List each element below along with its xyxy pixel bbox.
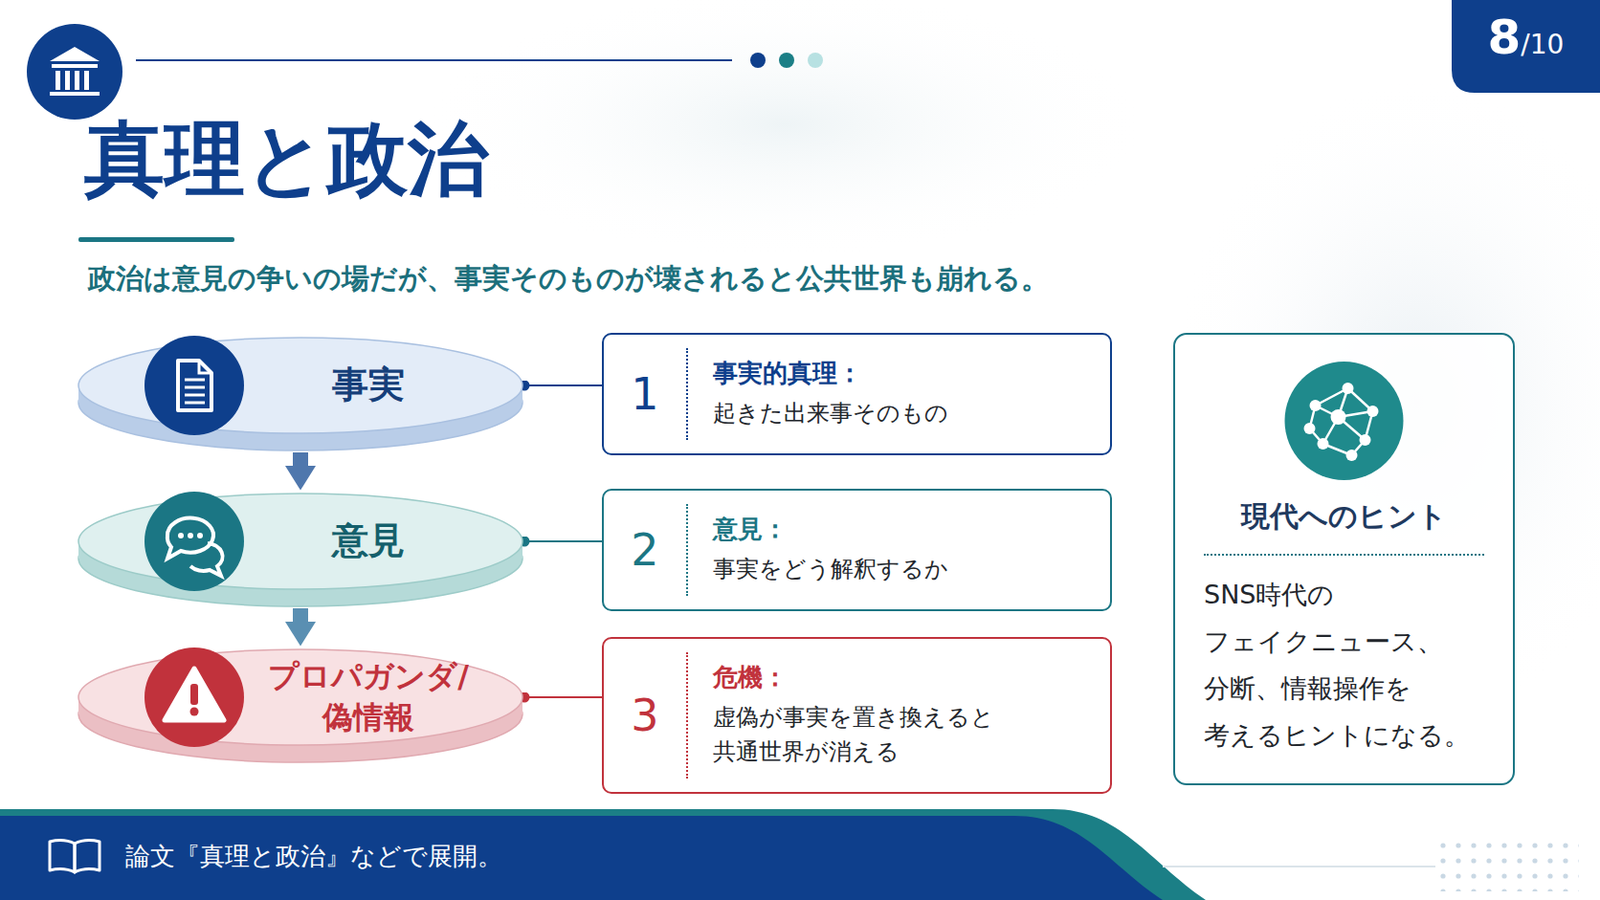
disk-icon xyxy=(144,491,245,592)
watercolor-wash xyxy=(421,0,1149,259)
layer-disk: 事実 xyxy=(76,333,525,453)
disk-shape xyxy=(76,333,525,453)
panel-heading: 現代へのヒント xyxy=(1203,497,1485,555)
disk-icon xyxy=(144,335,245,436)
logo-icon xyxy=(26,23,123,120)
footer-accent xyxy=(0,809,1206,900)
disk-label: 意見 xyxy=(332,516,405,566)
box-body: 起きた出来事そのもの xyxy=(712,396,949,431)
panel-body: SNS時代の フェイクニュース、 分断、情報操作を 考えるヒントになる。 xyxy=(1203,571,1485,759)
box-body: 事実をどう解釈するか xyxy=(712,552,949,587)
disk-shape xyxy=(76,488,525,609)
box-heading: 意見： xyxy=(712,513,949,547)
layer-disk: 意見 xyxy=(76,488,525,609)
page-number: 8 xyxy=(1488,9,1522,66)
footer-bar xyxy=(0,816,1163,900)
leader-line xyxy=(524,696,602,699)
flow-arrow xyxy=(292,608,309,623)
disk-label: プロパガンダ/ 偽情報 xyxy=(253,656,484,739)
header-dot xyxy=(750,52,766,68)
network-icon xyxy=(1175,334,1513,498)
explanation-box: 3 危機： 虚偽が事実を置き換えると 共通世界が消える xyxy=(601,637,1112,795)
disk-icon xyxy=(144,647,245,748)
subtitle: 政治は意見の争いの場だが、事実そのものが壊されると公共世界も崩れる。 xyxy=(88,262,1049,295)
dot-grid xyxy=(1435,842,1579,892)
box-heading: 事実的真理： xyxy=(712,357,949,391)
book-icon xyxy=(49,841,100,873)
explanation-box: 1 事実的真理： 起きた出来事そのもの xyxy=(601,333,1112,456)
footer-note: 論文『真理と政治』などで展開。 xyxy=(125,842,503,871)
box-body: 虚偽が事実を置き換えると 共通世界が消える xyxy=(712,700,1039,770)
slide-title: 真理と政治 xyxy=(84,112,489,206)
box-heading: 危機： xyxy=(712,662,1039,695)
callout-number: 2 xyxy=(603,526,687,576)
explanation-box: 2 意見： 事実をどう解釈するか xyxy=(601,488,1112,612)
footer-rule xyxy=(1162,866,1436,868)
leader-line xyxy=(524,540,602,543)
layer-disk: プロパガンダ/ 偽情報 xyxy=(76,644,525,765)
disk-label: 事実 xyxy=(332,360,405,410)
hint-panel: 現代へのヒント SNS時代の フェイクニュース、 分断、情報操作を 考えるヒントに… xyxy=(1173,333,1515,786)
page-tab xyxy=(1451,0,1600,93)
header-dot xyxy=(807,52,823,68)
page-total: /10 xyxy=(1520,28,1564,61)
header-dot xyxy=(778,52,795,68)
flow-arrow xyxy=(292,452,309,467)
dotted-separator xyxy=(1203,554,1485,556)
callout-number: 3 xyxy=(603,691,687,741)
header-rule xyxy=(135,59,733,62)
leader-line xyxy=(524,384,602,387)
callout-number: 1 xyxy=(603,370,687,420)
title-underline xyxy=(78,237,235,243)
